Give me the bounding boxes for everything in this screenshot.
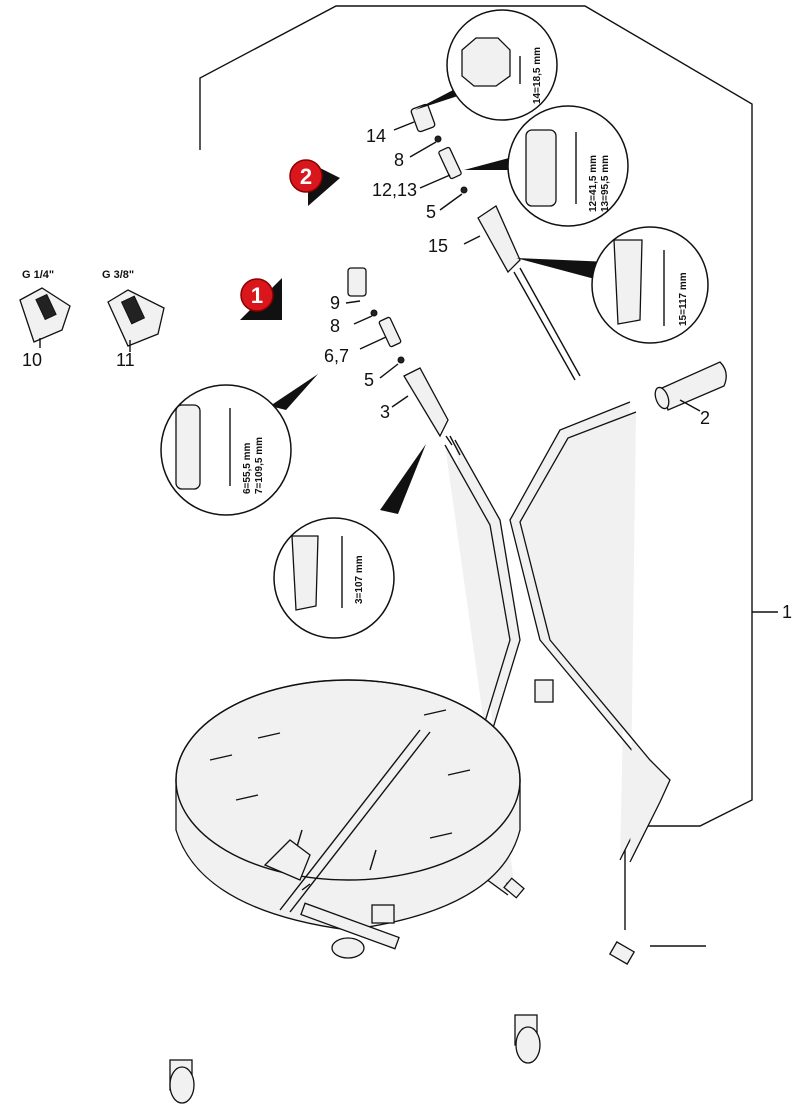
label-8-upper: 8 [394, 150, 404, 170]
label-9: 9 [330, 293, 340, 313]
adapter-10 [19, 287, 71, 343]
detail-bubble-6-7 [160, 374, 318, 516]
caster-wheel [514, 1014, 541, 1064]
part-labels: 1 2 3 5 6,7 8 9 10 11 14 8 12,13 5 15 [22, 126, 792, 622]
dim-12: 12=41,5 mm [588, 155, 599, 212]
detail-bubble-15 [516, 226, 709, 344]
detail-bubble-3 [273, 444, 426, 639]
thread-label-10: G 1/4" [22, 269, 54, 281]
dimension-labels: 14=18,5 mm 12=41,5 mm 13=95,5 mm 15=117 … [242, 47, 689, 604]
dim-7: 7=109,5 mm [254, 437, 265, 494]
label-5-lower: 5 [364, 370, 374, 390]
label-15: 15 [428, 236, 448, 256]
parts-set-1 [347, 267, 453, 446]
detail-bubble-14 [415, 9, 558, 121]
badge-2: 2 [289, 159, 340, 206]
label-1: 1 [782, 602, 792, 622]
dim-14: 14=18,5 mm [532, 47, 543, 104]
caster-wheel [169, 1059, 195, 1104]
badge-1: 1 [240, 278, 282, 320]
lance-frame [444, 401, 706, 965]
dim-13: 13=95,5 mm [600, 155, 611, 212]
grip-part-2 [654, 361, 727, 411]
assembly-frame [199, 5, 778, 930]
label-14: 14 [366, 126, 386, 146]
label-11: 11 [116, 350, 135, 370]
badge-2-number: 2 [300, 164, 312, 189]
surface-cleaner-disk [169, 679, 554, 1104]
dim-6: 6=55,5 mm [242, 442, 253, 494]
badge-1-number: 1 [251, 283, 263, 308]
label-2: 2 [700, 408, 710, 428]
thread-label-11: G 3/8" [102, 269, 134, 281]
label-10: 10 [22, 350, 42, 370]
label-12-13: 12,13 [372, 180, 417, 200]
dim-15: 15=117 mm [678, 272, 689, 326]
label-8-lower: 8 [330, 316, 340, 336]
hose-segment [449, 435, 461, 456]
label-6-7: 6,7 [324, 346, 349, 366]
parts-set-2 [410, 103, 581, 381]
leader-lines [39, 121, 701, 412]
label-5-upper: 5 [426, 202, 436, 222]
detail-bubble-12-13 [464, 105, 629, 227]
adapter-11 [107, 289, 165, 347]
caster-wheel [534, 679, 554, 703]
dim-3: 3=107 mm [354, 555, 365, 604]
label-3: 3 [380, 402, 390, 422]
